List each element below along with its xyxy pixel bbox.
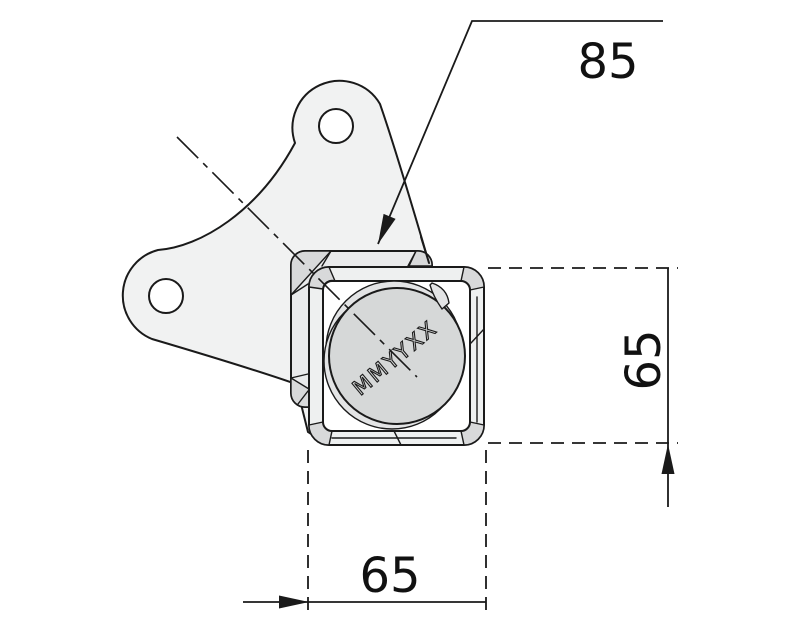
dimension-65-horizontal: 65 [243,450,487,617]
tube-back-seam-ticks [290,250,417,405]
dimension-85: 85 [377,20,663,245]
dim-65v-label: 65 [616,329,672,390]
dim-65v-arrowhead [661,444,675,474]
dim-65h-label: 65 [359,548,420,604]
dim-85-leader-line [377,20,663,245]
centerline [176,136,418,378]
bolt-hole-top [318,108,354,144]
plate-edge-over-tube [420,236,430,264]
tube-chamfer-lines [331,296,478,439]
tube-wall-seams [393,328,485,446]
tube-back-corner-bl [290,377,310,408]
dim-65h-arrowhead [279,595,309,609]
dim-85-arrowhead [378,213,396,244]
pad-tab [429,282,450,310]
bolt-hole-left [148,278,184,314]
dimension-65-vertical: 65 [488,267,678,507]
dim-85-label: 85 [577,34,638,90]
